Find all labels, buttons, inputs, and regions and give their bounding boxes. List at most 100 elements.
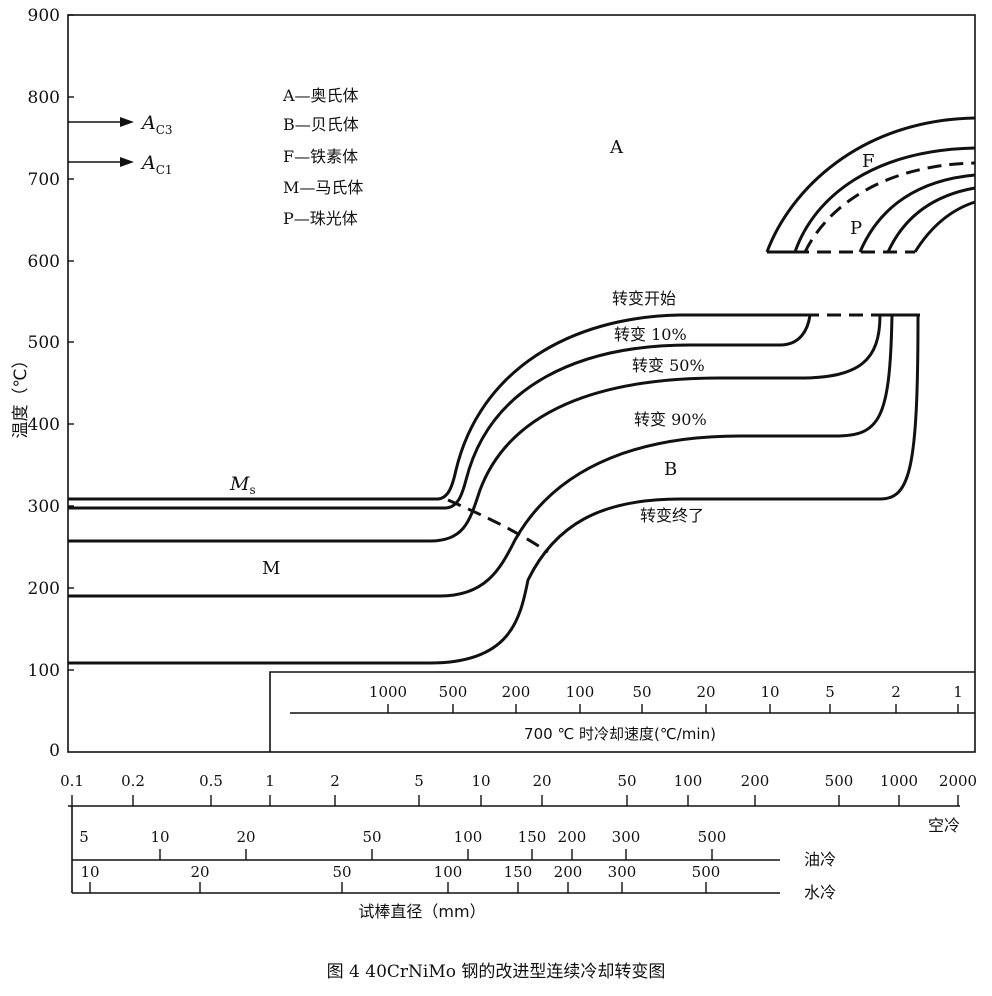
y-tick-label: 900 [28,6,60,26]
plot-frame [67,14,976,753]
time-tick-label: 100 [674,772,703,790]
time-axis: 0.1 0.2 0.5 1 2 5 10 20 50 100 200 500 1… [60,772,977,835]
time-tick-label: 1000 [880,772,918,790]
cooling-rate-tick-label: 1 [953,683,963,701]
transformation-50-curve [68,314,882,543]
cooling-rate-scale: 1000 500 200 100 50 20 10 5 2 1 700 ℃ 时冷… [269,671,975,752]
label-transformation-90: 转变 90% [634,410,707,429]
label-transformation-10: 转变 10% [614,325,687,344]
bainite-curves [68,313,920,665]
water-cooling-label: 水冷 [804,883,836,902]
transformation-start-curve [68,313,805,501]
water-tick-label: 200 [554,863,583,881]
ferrite-start-curve [765,116,976,253]
oil-tick-label: 20 [236,828,255,846]
oil-cooling-label: 油冷 [804,850,836,869]
pearlite-end-curve [913,200,976,253]
time-tick-label: 0.1 [60,772,84,790]
legend-item: B—贝氏体 [283,115,359,134]
oil-tick-label: 200 [558,828,587,846]
region-label-bainite: B [664,459,677,480]
ferrite-pearlite-curves [765,116,976,254]
region-label-martensite: M [262,558,280,579]
y-tick-label: 700 [28,170,60,190]
time-tick-label: 2 [330,772,340,790]
time-tick-label: 0.2 [121,772,145,790]
time-tick-label: 500 [825,772,854,790]
time-tick-label: 200 [741,772,770,790]
y-tick-label: 400 [28,415,60,435]
transformation-end-curve [68,314,920,665]
y-tick-label: 500 [28,333,60,353]
time-tick-label: 20 [532,772,551,790]
time-tick-label: 2000 [939,772,977,790]
oil-tick-label: 100 [454,828,483,846]
oil-tick-label: 50 [362,828,381,846]
transformation-90-curve [68,314,894,598]
phase-legend: A—奥氏体 B—贝氏体 F—铁素体 M—马氏体 P—珠光体 [282,86,363,228]
label-transformation-50: 转变 50% [632,356,705,375]
time-tick-label: 50 [617,772,636,790]
transformation-10-curve [68,314,812,510]
cooling-rate-tick-label: 500 [439,683,468,701]
martensite-boundary-dashed [447,498,549,554]
cooling-rate-tick-label: 10 [760,683,779,701]
legend-item: P—珠光体 [283,209,358,228]
oil-tick-label: 300 [612,828,641,846]
water-tick-label: 150 [504,863,533,881]
water-tick-label: 10 [80,863,99,881]
legend-item: A—奥氏体 [282,86,359,105]
time-tick-label: 10 [471,772,490,790]
ms-label: Ms [229,473,256,497]
region-label-ferrite: F [862,151,875,172]
y-tick-label: 100 [28,661,60,681]
oil-tick-label: 150 [518,828,547,846]
water-tick-label: 100 [434,863,463,881]
label-transformation-end: 转变终了 [640,506,704,525]
water-tick-label: 500 [692,863,721,881]
critical-temperature-markers: AC3 AC1 [68,112,173,177]
cooling-rate-tick-label: 5 [825,683,835,701]
y-axis-title: 温度（℃） [11,351,31,438]
diameter-scales: 5 10 20 50 100 150 200 300 500 油冷 10 20 … [71,806,836,921]
ac3-arrowhead-icon [120,117,134,127]
diameter-title: 试棒直径（mm） [358,902,485,921]
cooling-rate-box [269,671,975,752]
legend-item: F—铁素体 [283,147,358,166]
ferrite-10-curve [793,146,976,253]
ac1-label: AC1 [140,152,173,177]
y-tick-label: 0 [49,741,60,761]
y-tick-label: 200 [28,579,60,599]
oil-tick-label: 5 [79,828,89,846]
legend-item: M—马氏体 [283,178,363,197]
water-tick-label: 20 [190,863,209,881]
water-tick-label: 300 [608,863,637,881]
pearlite-90-curve [886,186,976,253]
time-tick-label: 1 [265,772,275,790]
cooling-rate-tick-label: 50 [632,683,651,701]
cooling-rate-tick-label: 200 [502,683,531,701]
region-label-pearlite: P [850,218,862,239]
ac1-arrowhead-icon [120,157,134,167]
label-transformation-start: 转变开始 [612,289,676,308]
y-tick-label: 800 [28,88,60,108]
ac3-label: AC3 [140,112,173,137]
time-tick-label: 5 [414,772,424,790]
oil-tick-label: 10 [150,828,169,846]
y-axis: 900 800 700 600 500 400 300 200 100 0 温度… [11,6,74,761]
pearlite-50-curve [858,173,976,253]
time-tick-label: 0.5 [199,772,223,790]
oil-tick-label: 500 [698,828,727,846]
cooling-rate-tick-label: 1000 [369,683,407,701]
cooling-rate-tick-label: 100 [566,683,595,701]
cooling-rate-tick-label: 2 [891,683,901,701]
cooling-rate-title: 700 ℃ 时冷却速度(℃/min) [524,725,716,743]
air-cooling-label: 空冷 [928,816,960,835]
cooling-rate-tick-label: 20 [696,683,715,701]
water-tick-label: 50 [332,863,351,881]
figure-caption: 图 4 40CrNiMo 钢的改进型连续冷却转变图 [327,962,666,982]
y-tick-label: 600 [28,252,60,272]
y-tick-label: 300 [28,497,60,517]
region-label-austenite: A [609,137,624,158]
